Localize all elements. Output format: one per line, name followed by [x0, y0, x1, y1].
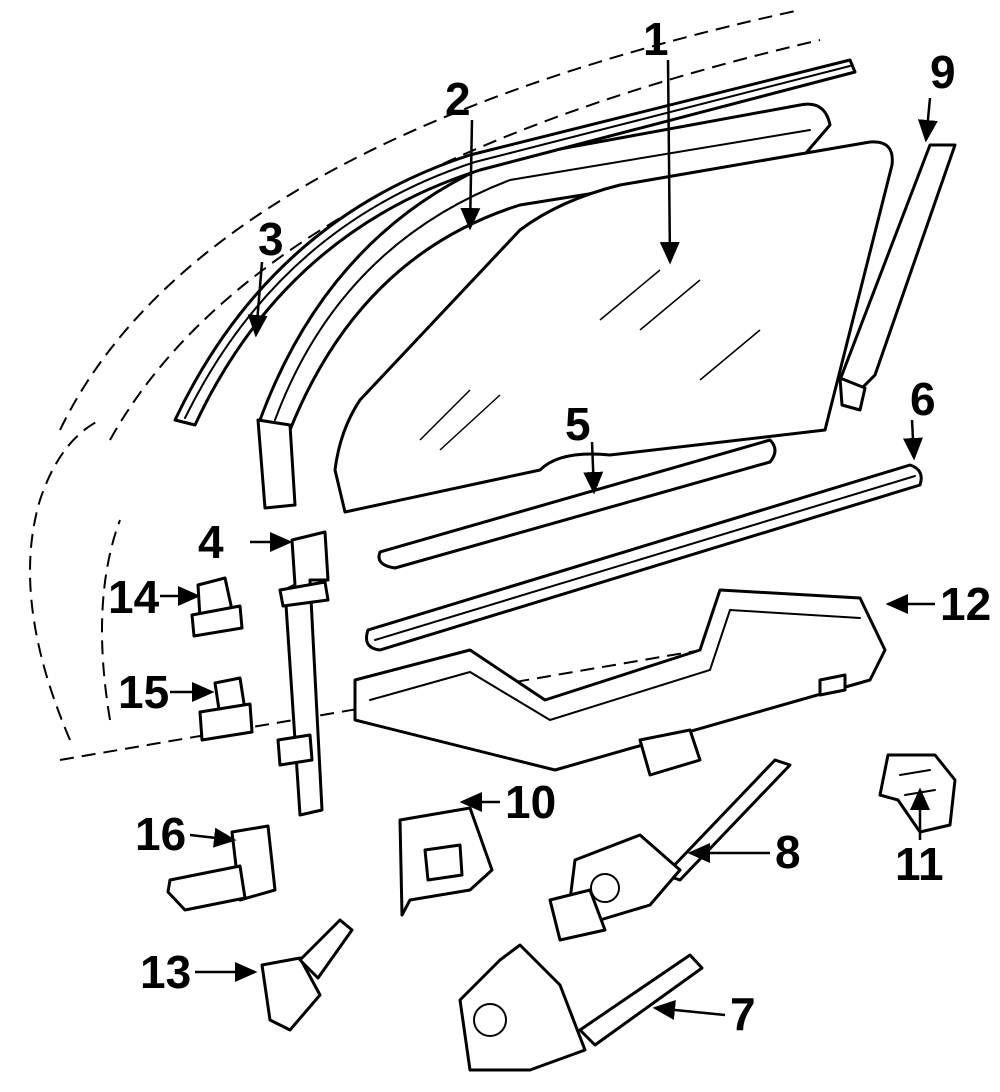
callout-labels: 1 2 3 4 5 6 7 8 9 10 11 12 13 14 15 16: [108, 13, 991, 1040]
leader-7: [652, 1000, 726, 1020]
callout-13: 13: [140, 946, 191, 998]
leader-lines: [160, 59, 938, 1020]
part-16-door-check: [166, 824, 277, 912]
part-12-sash-channel: [353, 588, 887, 777]
leader-16: [189, 827, 237, 848]
part-9-rear-channel: [838, 143, 957, 412]
leader-9: [917, 97, 938, 143]
part-2-channel: [256, 102, 832, 510]
part-14-upper-hinge: [190, 576, 244, 638]
callout-3: 3: [258, 213, 284, 265]
leader-1: [659, 59, 680, 265]
callout-14: 14: [108, 571, 160, 623]
part-5-inner-belt-strip: [377, 438, 777, 570]
callout-16: 16: [135, 808, 186, 860]
part-6-outer-belt-strip: [365, 463, 923, 652]
callout-15: 15: [118, 666, 169, 718]
callout-4: 4: [198, 516, 224, 568]
leader-5: [583, 441, 604, 495]
callout-1: 1: [643, 13, 669, 65]
callout-11: 11: [895, 838, 944, 890]
part-4-guide: [276, 530, 330, 817]
callout-5: 5: [565, 398, 591, 450]
callout-12: 12: [940, 578, 991, 630]
callout-2: 2: [445, 73, 471, 125]
callout-6: 6: [910, 373, 936, 425]
part-1-door-glass: [333, 140, 894, 514]
part-8-regulator: [548, 758, 792, 942]
part-10-lock: [398, 806, 494, 917]
part-7-regulator: [458, 943, 704, 1072]
part-15-lower-hinge: [198, 676, 254, 742]
leader-3: [247, 261, 268, 338]
leader-6: [902, 419, 923, 461]
leader-2: [460, 119, 481, 231]
part-13-lock-cylinder: [260, 918, 354, 1032]
callout-7: 7: [730, 988, 756, 1040]
part-11-latch: [878, 753, 957, 834]
callout-8: 8: [775, 826, 801, 878]
callout-9: 9: [930, 46, 956, 98]
callout-10: 10: [505, 776, 556, 828]
